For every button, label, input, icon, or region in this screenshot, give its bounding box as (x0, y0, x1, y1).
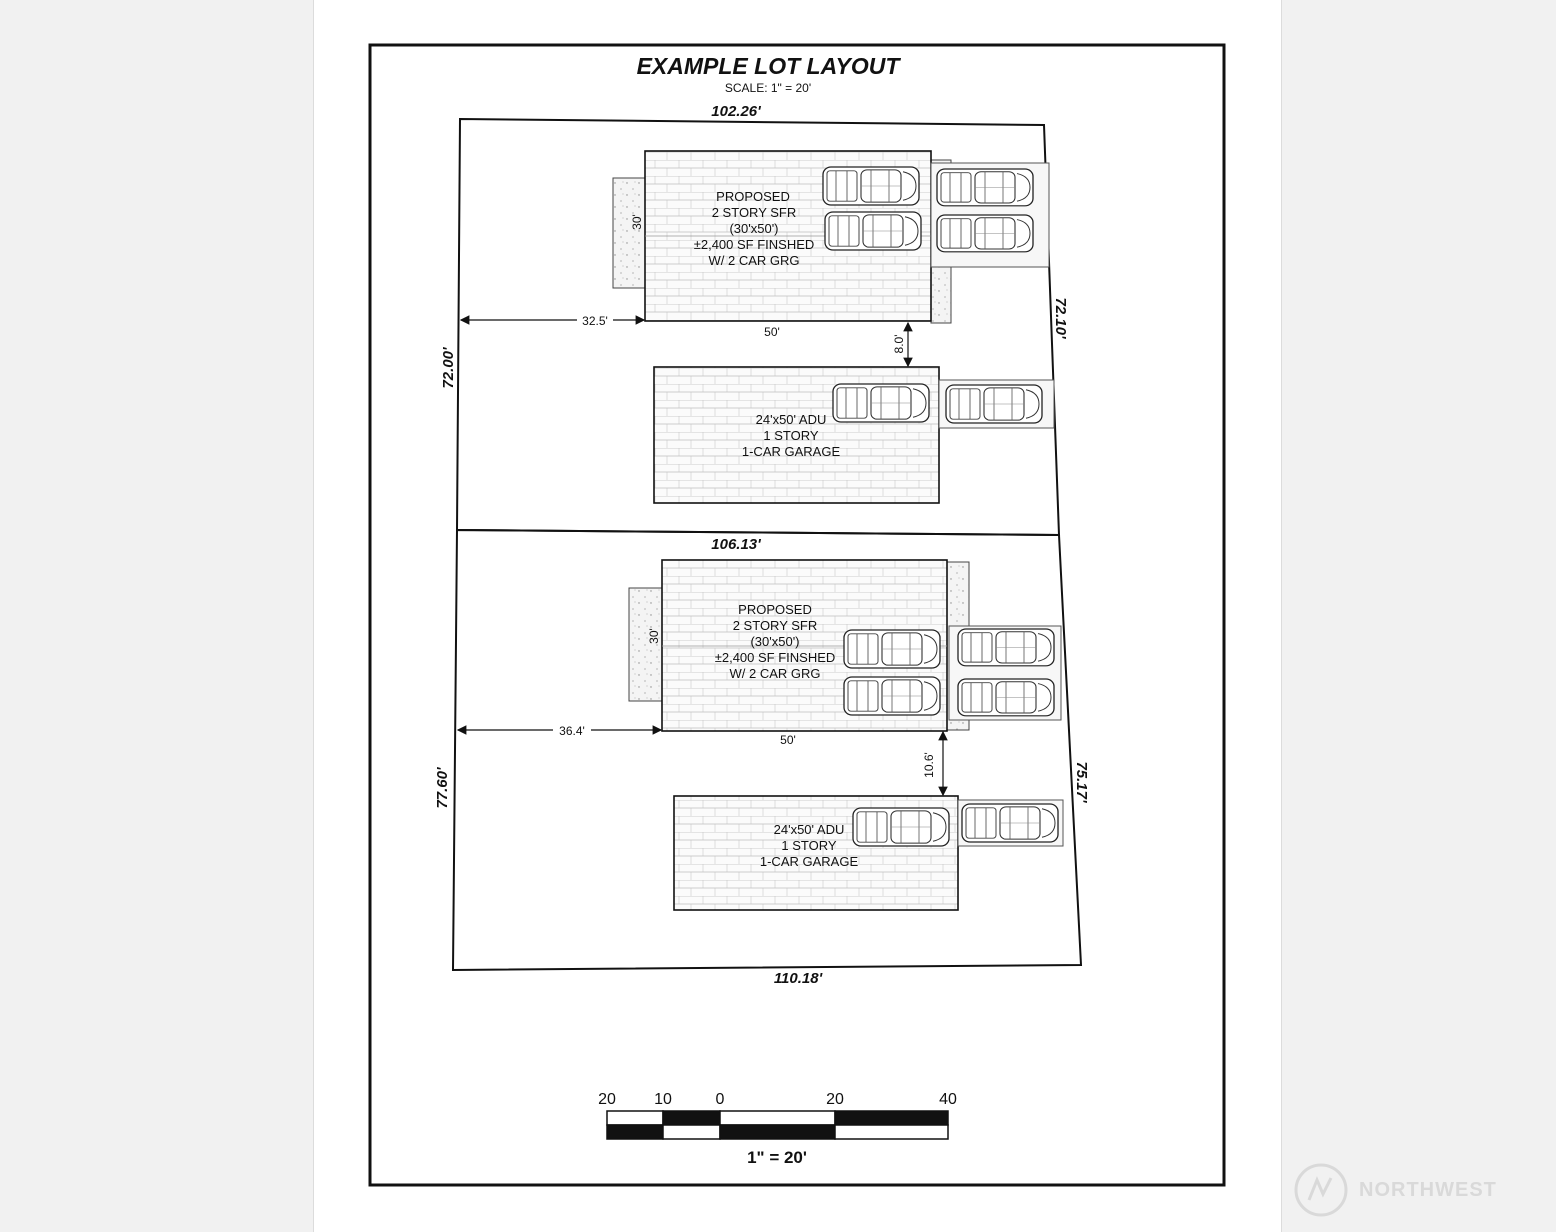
drawing-border (368, 43, 1226, 1187)
lot-1-car-icon (824, 211, 922, 251)
watermark-text: NORTHWEST (1359, 1179, 1497, 1201)
lot-2-sfr-label-line: 2 STORY SFR (733, 618, 818, 633)
lot-2-sfr-width-dim: 50' (780, 733, 796, 747)
lot-2-car-icon (957, 678, 1055, 717)
scale-tick-label: 0 (716, 1091, 725, 1108)
scale-tick-label: 20 (598, 1091, 616, 1108)
scale-note: SCALE: 1" = 20' (725, 81, 811, 95)
lot-1-top-dimension: 102.26' (711, 103, 761, 120)
lot-1-sfr-depth-dim: 30' (630, 214, 644, 230)
lot-2-adu-label-line: 1-CAR GARAGE (760, 854, 859, 869)
lot-1-sfr-width-dim: 50' (764, 325, 780, 339)
lot-1: 102.26' 72.00' 72.10' PROPOSED 2 STORY S… (440, 103, 1069, 537)
lot-2-setback-dim: 36.4' (559, 724, 585, 738)
lot-2-sfr-label-line: ±2,400 SF FINSHED (715, 650, 836, 665)
drawing-title: EXAMPLE LOT LAYOUT (637, 53, 902, 79)
lot-2-adu-label-line: 1 STORY (781, 838, 836, 853)
lot-1-sfr-footprint: PROPOSED 2 STORY SFR (30'x50') ±2,400 SF… (612, 150, 1050, 339)
scale-tick-label: 10 (654, 1091, 672, 1108)
scale-bar: 20 10 0 20 40 1" = 20' (598, 1091, 957, 1167)
lot-1-left-dimension: 72.00' (440, 347, 457, 389)
lot-2-bottom-dimension: 110.18' (774, 970, 823, 987)
lot-2-adu-label-line: 24'x50' ADU (774, 822, 845, 837)
lot-2-left-dimension: 77.60' (434, 767, 451, 809)
lot-2-separation-dim: 10.6' (922, 752, 936, 778)
lot-1-right-dimension: 72.10' (1052, 297, 1069, 339)
lot-2-porch (628, 587, 663, 702)
lot-1-adu-footprint: 24'x50' ADU 1 STORY 1-CAR GARAGE (653, 366, 1055, 504)
lot-2: 106.13' 77.60' 75.17' 110.18' PROPOSED 2… (434, 528, 1090, 987)
scale-tick-label: 20 (826, 1091, 844, 1108)
drawing-sheet: EXAMPLE LOT LAYOUT SCALE: 1" = 20' 102.2… (313, 0, 1282, 1232)
lot-1-sfr-label-line: 2 STORY SFR (712, 205, 797, 220)
lot-2-car-icon (852, 807, 950, 847)
lot-1-car-icon (936, 214, 1034, 253)
lot-2-sfr-label-line: (30'x50') (750, 634, 799, 649)
lot-2-car-icon (843, 676, 941, 716)
lot-2-sfr-label-line: PROPOSED (738, 602, 812, 617)
watermark: NORTHWEST (1293, 1160, 1543, 1220)
lot-2-car-icon (843, 629, 941, 669)
lot-1-adu-label-line: 24'x50' ADU (756, 412, 827, 427)
lot-1-sfr-label-line: W/ 2 CAR GRG (708, 253, 799, 268)
lot-1-setback-dim: 32.5' (582, 314, 608, 328)
lot-2-adu-footprint: 24'x50' ADU 1 STORY 1-CAR GARAGE (673, 795, 1064, 911)
lot-1-sfr-label-line: (30'x50') (729, 221, 778, 236)
lot-1-car-icon (936, 168, 1034, 207)
lot-1-sfr-label-line: ±2,400 SF FINSHED (694, 237, 815, 252)
lot-1-car-icon (832, 383, 930, 423)
lot-2-sfr-footprint: PROPOSED 2 STORY SFR (30'x50') ±2,400 SF… (628, 559, 1062, 747)
lot-2-top-dimension: 106.13' (711, 536, 761, 553)
lot-2-car-icon (957, 628, 1055, 667)
scale-tick-label: 40 (939, 1091, 957, 1108)
lot-1-car-icon (945, 384, 1043, 424)
lot-2-right-dimension: 75.17' (1073, 761, 1090, 803)
scale-caption: 1" = 20' (747, 1148, 807, 1167)
lot-2-sfr-label-line: W/ 2 CAR GRG (729, 666, 820, 681)
lot-1-separation-dim: 8.0' (892, 335, 906, 354)
lot-2-sfr-depth-dim: 30' (647, 628, 661, 644)
lot-1-porch (612, 177, 646, 289)
lot-1-car-icon (822, 166, 920, 206)
lot-layout-drawing: EXAMPLE LOT LAYOUT SCALE: 1" = 20' 102.2… (368, 43, 1226, 1187)
nwmls-logo-icon: NORTHWEST (1294, 1163, 1497, 1217)
lot-1-adu-label-line: 1-CAR GARAGE (742, 444, 841, 459)
lot-2-boundary (451, 528, 1083, 972)
lot-1-sfr-label-line: PROPOSED (716, 189, 790, 204)
lot-2-car-icon (961, 803, 1059, 843)
lot-1-adu-label-line: 1 STORY (763, 428, 818, 443)
